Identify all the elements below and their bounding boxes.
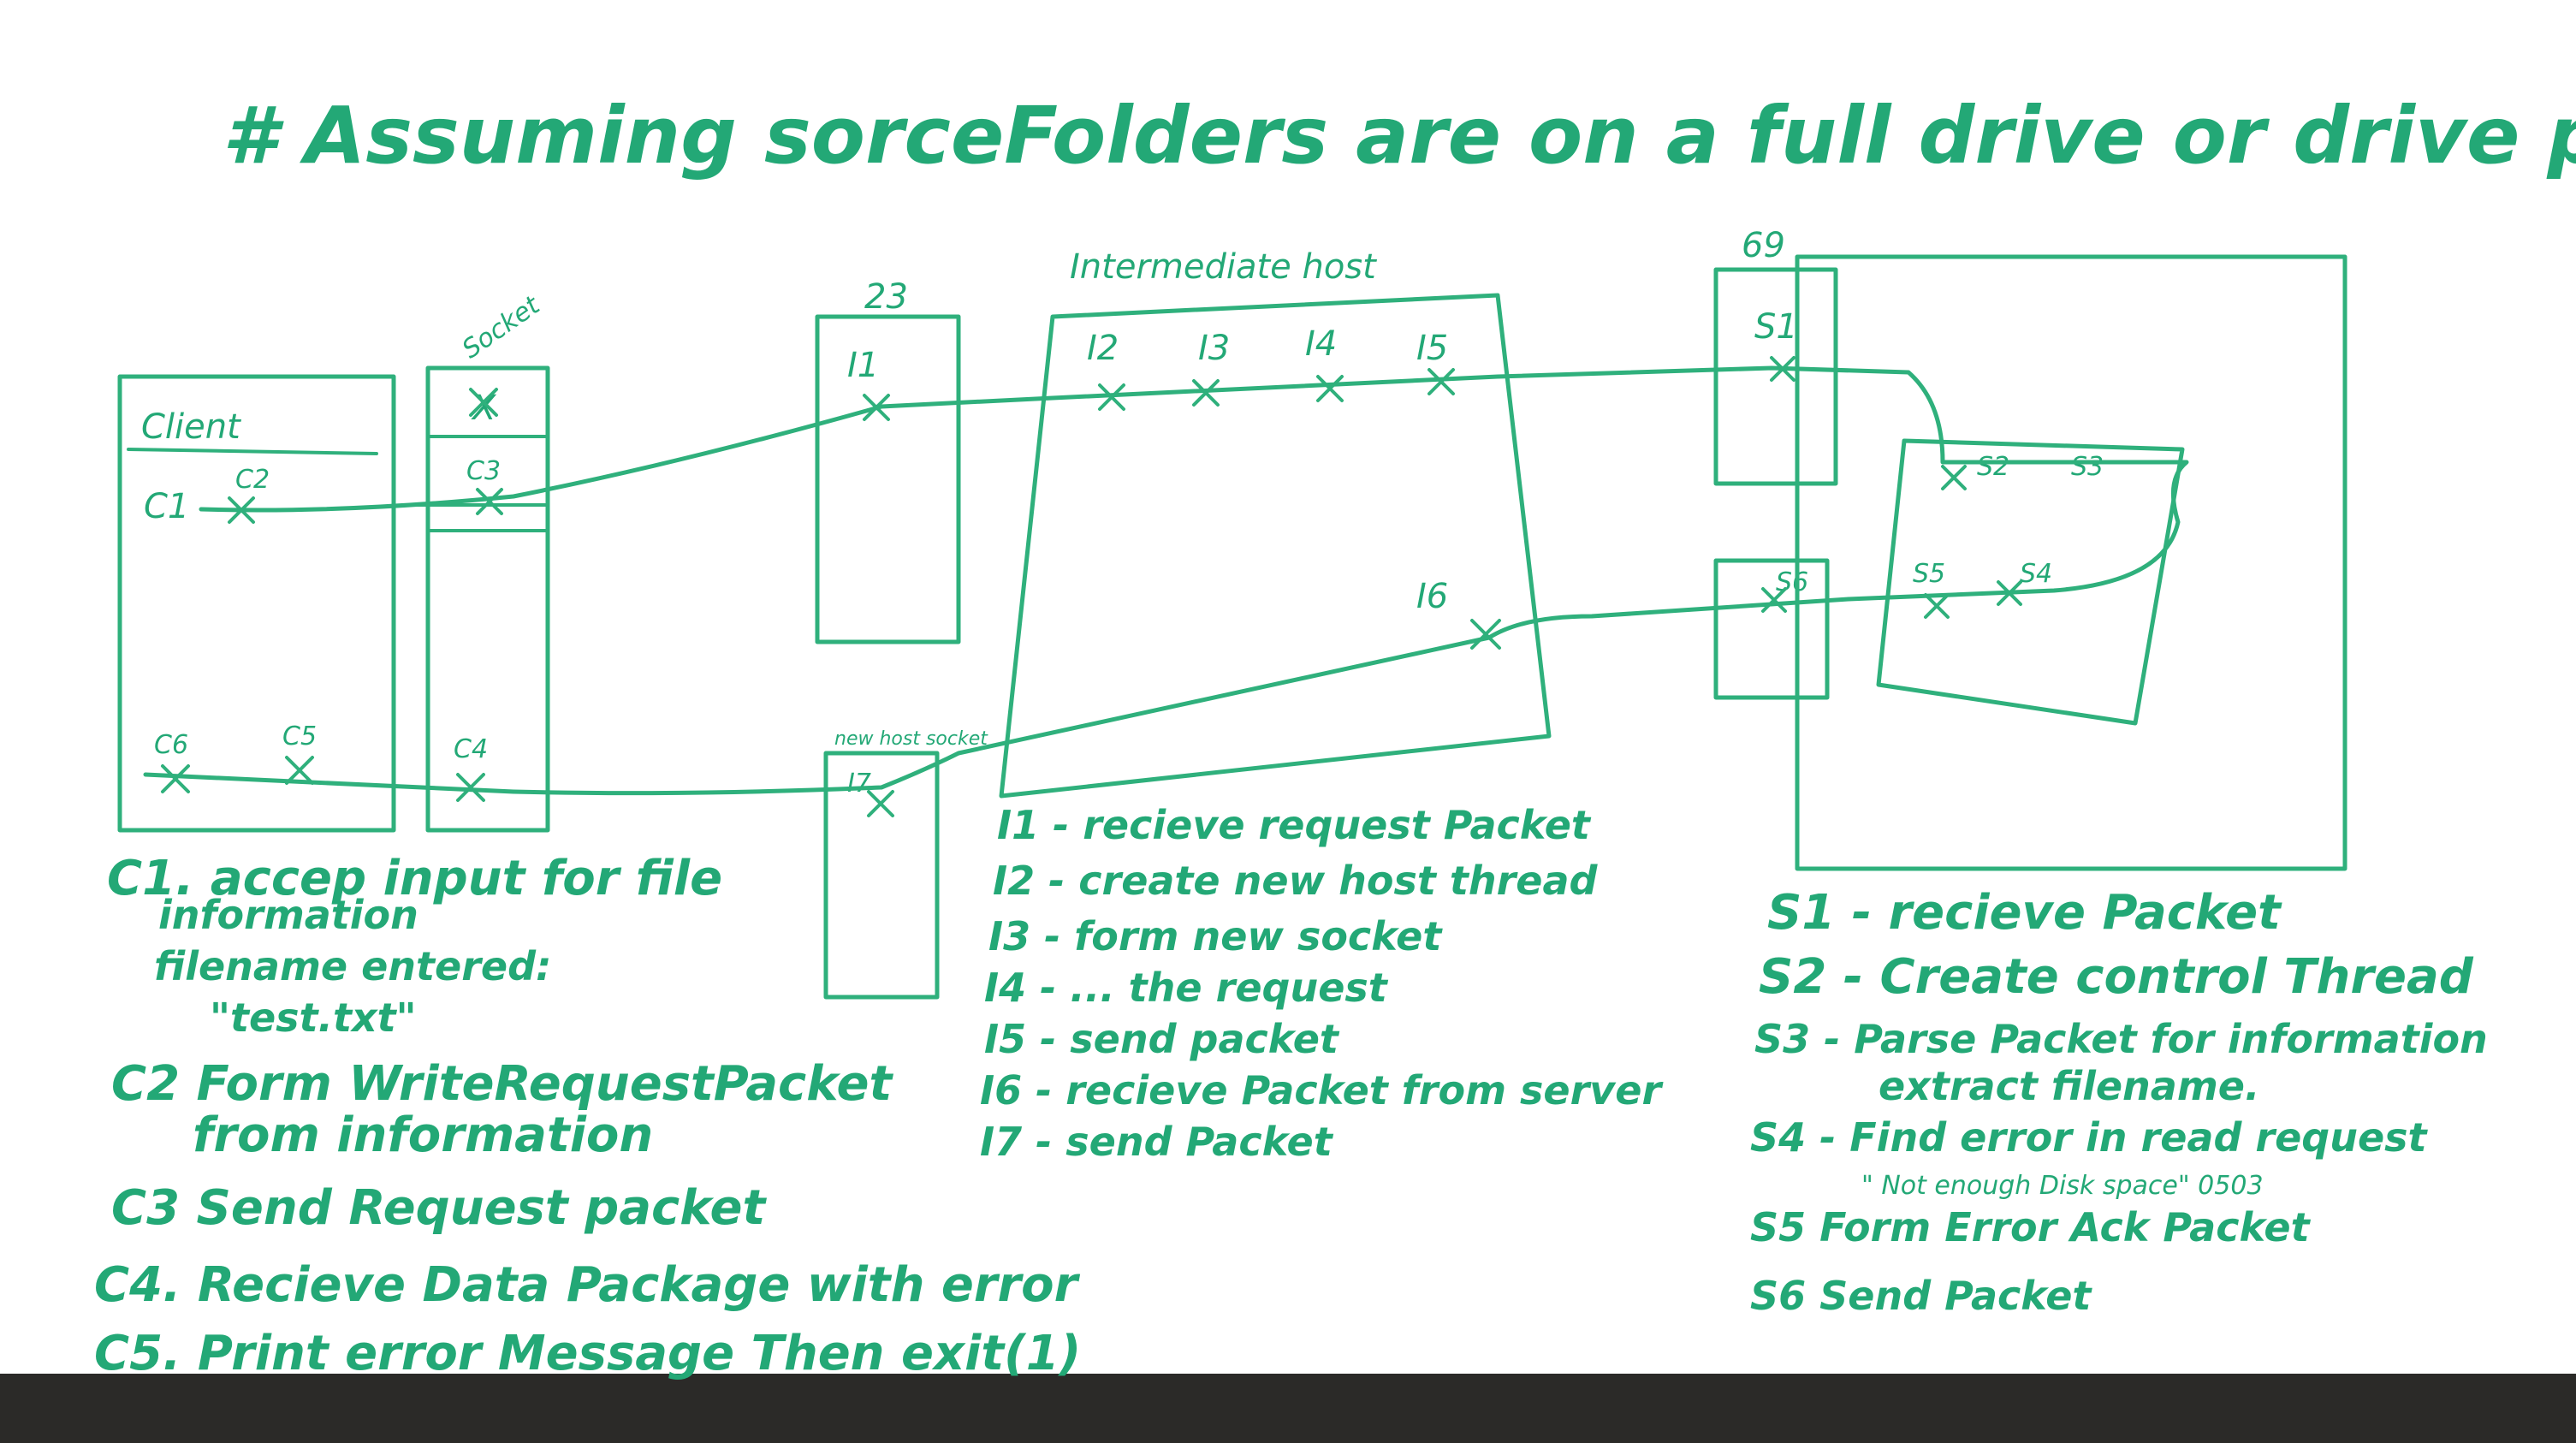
x-markers	[161, 356, 2022, 817]
point-i2-label: I2	[1087, 329, 1119, 368]
client-note-c5: C5. Print error Message Then exit(1)	[94, 1326, 1081, 1381]
point-i4-label: I4	[1305, 324, 1337, 364]
server-note-s4-b: " Not enough Disk space" 0503	[1861, 1171, 2264, 1201]
photo-bottom-edge	[0, 1369, 2576, 1443]
point-i5-label: I5	[1416, 329, 1448, 368]
host-note-i7: I7 - send Packet	[980, 1119, 1334, 1165]
host-note-i4: I4 - ... the request	[984, 965, 1389, 1011]
client-note-c3: C3 Send Request packet	[111, 1180, 767, 1236]
x-marker-i3	[1192, 379, 1220, 407]
host-note-i1: I1 - recieve request Packet	[997, 802, 1592, 848]
x-marker-s6	[1761, 587, 1787, 613]
host-note-i5: I5 - send packet	[984, 1016, 1340, 1062]
point-i3-label: I3	[1198, 329, 1230, 368]
client-note-c1-d: "test.txt"	[210, 995, 417, 1041]
x-marker-i4	[1316, 375, 1344, 402]
x-marker-c6	[161, 764, 190, 793]
client-note-c1-c: filename entered:	[154, 943, 551, 989]
host-note-i2: I2 - create new host thread	[993, 858, 1598, 904]
client-header-line	[127, 448, 378, 455]
port69-label: 69	[1742, 226, 1785, 265]
point-c5-label: C5	[282, 722, 317, 751]
server-note-s6: S6 Send Packet	[1750, 1273, 2092, 1319]
response-flow-line	[143, 597, 1851, 796]
port69-box	[1713, 267, 1838, 486]
diagram-title: # Assuming sorceFolders are on a full dr…	[223, 90, 2576, 181]
point-s3-label: S3	[2071, 452, 2104, 482]
point-c2-label: C2	[235, 465, 270, 495]
point-s2-label: S2	[1977, 452, 2009, 482]
new-host-socket-label: new host socket	[834, 728, 988, 750]
point-s1-label: S1	[1754, 307, 1798, 347]
point-c3-label: C3	[466, 456, 501, 486]
x-marker-i1	[863, 394, 890, 421]
point-i6-label: I6	[1416, 577, 1448, 616]
point-i1-label: I1	[847, 346, 879, 385]
intermediate-host-box	[999, 293, 1552, 799]
intermediate-host-label: Intermediate host	[1070, 247, 1377, 287]
client-box	[117, 374, 396, 833]
server-note-s2: S2 - Create control Thread	[1759, 949, 2474, 1005]
socket-box	[425, 365, 550, 833]
x-marker-i6	[1470, 619, 1501, 650]
x-marker-i2	[1098, 383, 1125, 411]
server-box	[1795, 254, 2347, 871]
point-c4-label: C4	[454, 734, 488, 764]
client-note-c2-b: from information	[193, 1107, 653, 1163]
control-thread-box	[1876, 438, 2185, 726]
point-c1-label: C1	[144, 487, 189, 526]
host-note-i3: I3 - form new socket	[988, 913, 1443, 959]
x-marker-c4	[456, 773, 485, 802]
x-marker-i5	[1427, 368, 1455, 395]
port23-label: 23	[864, 277, 908, 317]
x-marker-c2	[228, 496, 255, 524]
point-s5-label: S5	[1913, 559, 1945, 589]
client-note-c1: C1. accep input for file	[107, 851, 722, 906]
x-marker-c5	[285, 756, 314, 785]
server-note-s3-b: extract filename.	[1879, 1063, 2259, 1109]
client-note-c1-b: information	[158, 892, 418, 938]
client-note-c2: C2 Form WriteRequestPacket	[111, 1056, 893, 1112]
client-note-c4: C4. Recieve Data Package with error	[94, 1257, 1081, 1313]
x-marker-s1	[1770, 356, 1795, 382]
server-note-s5: S5 Form Error Ack Packet	[1750, 1204, 2312, 1250]
host-note-i6: I6 - recieve Packet from server	[980, 1067, 1664, 1113]
point-s4-label: S4	[2020, 559, 2052, 589]
server-note-s3: S3 - Parse Packet for information	[1754, 1016, 2488, 1062]
server-note-s4: S4 - Find error in read request	[1750, 1114, 2429, 1161]
point-i7-label: I7	[847, 769, 871, 799]
server-note-s1: S1 - recieve Packet	[1767, 885, 2282, 941]
x-marker-i7	[867, 790, 894, 817]
s6-box	[1713, 558, 1830, 700]
x-marker-c3	[476, 488, 503, 515]
new-host-socket-box	[823, 751, 940, 1000]
port23-box	[815, 314, 961, 644]
x-marker-socket	[469, 388, 498, 417]
whiteboard-surface	[0, 0, 2576, 1374]
x-marker-s5	[1924, 593, 1950, 619]
point-c6-label: C6	[154, 730, 188, 760]
x-marker-s4	[1997, 580, 2022, 606]
client-label: Client	[141, 407, 241, 447]
x-marker-s2	[1941, 465, 1967, 490]
